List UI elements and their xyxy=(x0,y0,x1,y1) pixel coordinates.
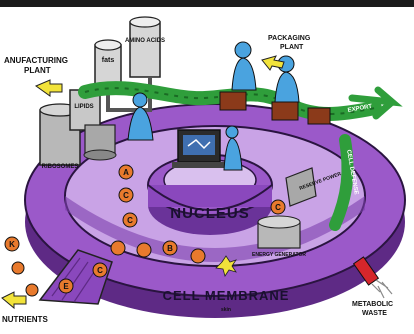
nutrients-label: NUTRIENTS xyxy=(2,315,48,324)
top-border-bar xyxy=(0,0,414,7)
svg-text:A: A xyxy=(123,168,129,177)
nucleus-label: NUCLEUS xyxy=(170,205,250,222)
svg-text:E: E xyxy=(63,282,69,291)
packaging-plant-label: PACKAGINGPLANT xyxy=(268,35,311,51)
enzyme-a: A xyxy=(119,165,133,179)
enzyme-k: K xyxy=(5,237,19,251)
svg-text:C: C xyxy=(97,266,103,275)
svg-text:C: C xyxy=(127,216,133,225)
nutrient-molecules xyxy=(12,262,38,296)
enzyme-c2: C xyxy=(123,213,137,227)
svg-text:C: C xyxy=(123,191,129,200)
enzyme-b: B xyxy=(163,241,177,255)
fats-label: fats xyxy=(102,57,115,64)
svg-text:K: K xyxy=(9,240,15,249)
enzyme-c3: C xyxy=(271,200,285,214)
manufacturing-plant-label: ANUFACTURINGPLANT xyxy=(4,56,68,75)
svg-text:C: C xyxy=(275,203,281,212)
enzyme-e: E xyxy=(59,279,73,293)
manufacturing-arrow-icon xyxy=(36,80,62,96)
ribosomes-label: RIBOSOMES xyxy=(42,164,79,170)
computer-desk xyxy=(172,130,228,168)
enzyme-c4: C xyxy=(93,263,107,277)
metabolic-waste-label: METABOLICWASTE xyxy=(352,301,393,317)
nutrients-arrow-icon xyxy=(2,292,26,308)
enzyme-c1: C xyxy=(119,188,133,202)
cell-membrane-label: CELL MEMBRANE xyxy=(163,288,290,303)
lipids-label: LIPIDS xyxy=(74,104,93,110)
skin-label: skin xyxy=(221,307,231,313)
amino-acids-label: AMINO ACIDS xyxy=(125,38,165,44)
energy-generator-label: ENERGY GENERATOR xyxy=(252,252,306,258)
svg-text:B: B xyxy=(167,244,173,253)
